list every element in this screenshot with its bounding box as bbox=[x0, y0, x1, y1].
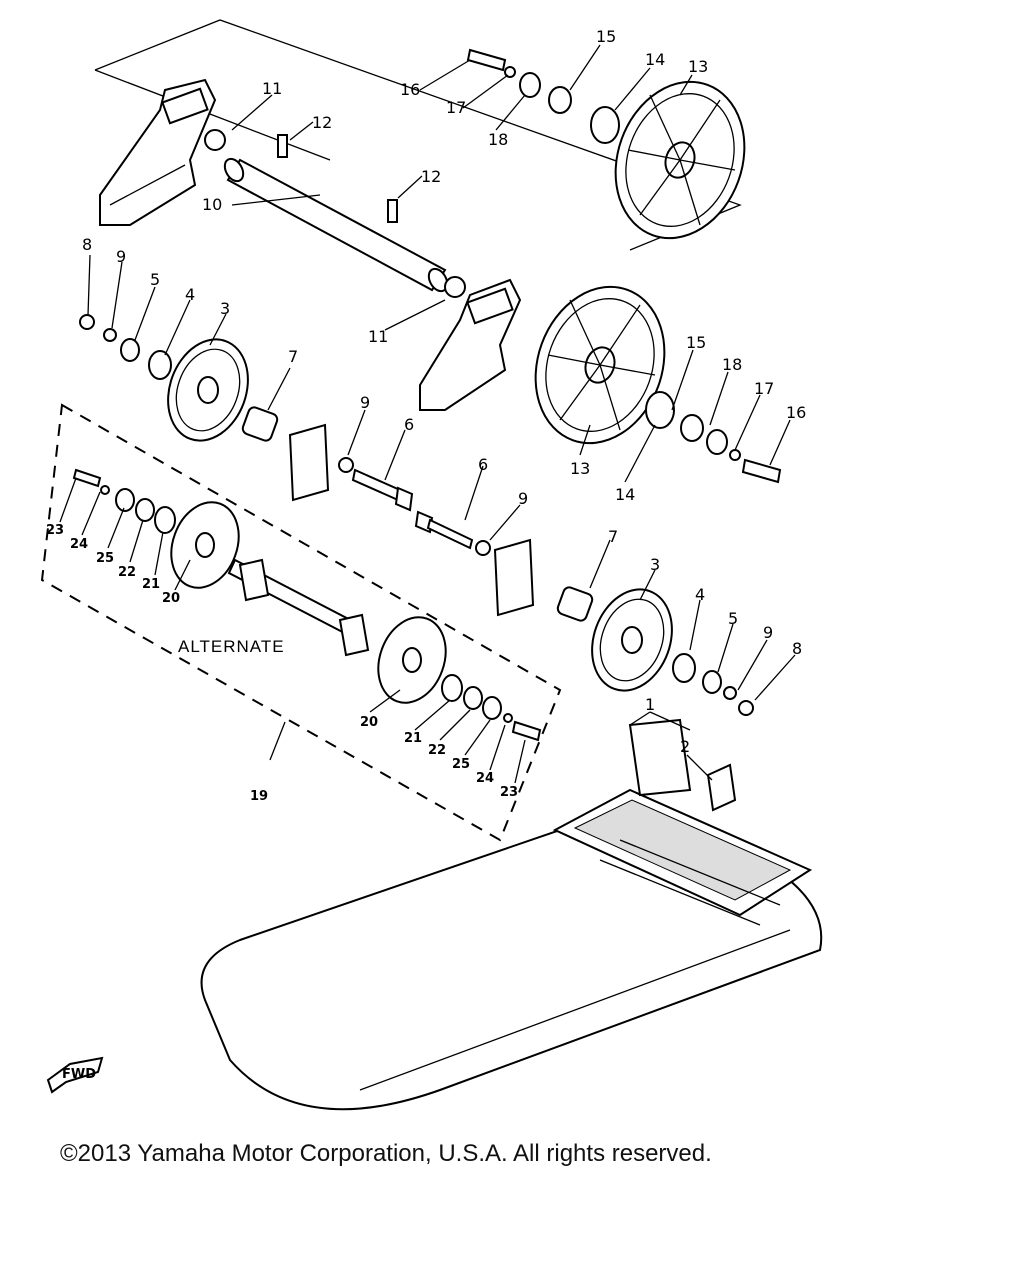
idler-wheel-small-upper bbox=[79, 314, 279, 442]
leader-lines bbox=[59, 44, 796, 784]
callout-3: 3 bbox=[650, 555, 660, 574]
spacer-plate-and-bolt-lower bbox=[414, 510, 535, 617]
pin bbox=[277, 134, 288, 158]
callout-5: 5 bbox=[150, 270, 160, 289]
callout-14: 14 bbox=[645, 50, 665, 69]
rear-axle-shaft bbox=[204, 129, 466, 298]
callout-22: 22 bbox=[428, 743, 446, 758]
callout-5: 5 bbox=[728, 609, 738, 628]
callout-17: 17 bbox=[754, 379, 774, 398]
callout-19: 19 bbox=[250, 789, 268, 804]
callout-12: 12 bbox=[312, 113, 332, 132]
idler-wheel-small-lower bbox=[556, 586, 754, 716]
callout-18: 18 bbox=[722, 355, 742, 374]
callout-3: 3 bbox=[220, 299, 230, 318]
callout-23: 23 bbox=[46, 523, 64, 538]
drive-track bbox=[200, 828, 823, 1111]
callout-4: 4 bbox=[185, 285, 195, 304]
callout-9: 9 bbox=[518, 489, 528, 508]
callout-25: 25 bbox=[452, 757, 470, 772]
callout-2: 2 bbox=[680, 737, 690, 756]
callout-15: 15 bbox=[596, 27, 616, 46]
callout-24: 24 bbox=[476, 771, 494, 786]
callout-9: 9 bbox=[763, 623, 773, 642]
right-suspension-bracket bbox=[419, 278, 522, 411]
callout-11: 11 bbox=[262, 79, 282, 98]
callout-15: 15 bbox=[686, 333, 706, 352]
copyright-notice: ©2013 Yamaha Motor Corporation, U.S.A. A… bbox=[60, 1140, 712, 1167]
callout-1: 1 bbox=[645, 695, 655, 714]
callout-23: 23 bbox=[500, 785, 518, 800]
callout-20: 20 bbox=[162, 591, 180, 606]
left-suspension-bracket bbox=[99, 78, 217, 226]
top-hub-parts bbox=[466, 48, 620, 144]
idler-wheel-large-middle bbox=[534, 285, 666, 445]
forward-direction-badge: FWD bbox=[46, 1056, 104, 1094]
callout-7: 7 bbox=[608, 527, 618, 546]
alternate-axle-assembly bbox=[72, 468, 542, 742]
callout-21: 21 bbox=[142, 577, 160, 592]
idler-wheel-large-top bbox=[614, 80, 746, 240]
svg-text:FWD: FWD bbox=[62, 1067, 96, 1082]
callout-14: 14 bbox=[615, 485, 635, 504]
callout-7: 7 bbox=[288, 347, 298, 366]
callout-6: 6 bbox=[404, 415, 414, 434]
callout-16: 16 bbox=[786, 403, 806, 422]
slide-rail-frame bbox=[552, 718, 813, 926]
spacer-plate-and-bolt-upper bbox=[288, 423, 414, 512]
callout-18: 18 bbox=[488, 130, 508, 149]
callout-20: 20 bbox=[360, 715, 378, 730]
alternate-note: ALTERNATE bbox=[178, 637, 285, 656]
pin bbox=[387, 199, 398, 223]
callout-9: 9 bbox=[360, 393, 370, 412]
callout-11: 11 bbox=[368, 327, 388, 346]
callout-8: 8 bbox=[82, 235, 92, 254]
callout-21: 21 bbox=[404, 731, 422, 746]
callout-16: 16 bbox=[400, 80, 420, 99]
callout-12: 12 bbox=[421, 167, 441, 186]
alternate-group-outline bbox=[40, 403, 562, 842]
callout-13: 13 bbox=[688, 57, 708, 76]
callout-24: 24 bbox=[70, 537, 88, 552]
callout-4: 4 bbox=[695, 585, 705, 604]
callout-22: 22 bbox=[118, 565, 136, 580]
callout-6: 6 bbox=[478, 455, 488, 474]
callout-17: 17 bbox=[446, 98, 466, 117]
middle-hub-parts bbox=[645, 391, 782, 484]
callout-25: 25 bbox=[96, 551, 114, 566]
callout-8: 8 bbox=[792, 639, 802, 658]
callout-10: 10 bbox=[202, 195, 222, 214]
exploded-parts-diagram: FWD bbox=[40, 19, 823, 1111]
callout-13: 13 bbox=[570, 459, 590, 478]
callout-9: 9 bbox=[116, 247, 126, 266]
callout-labels: 11 12 12 10 16 17 18 15 14 13 8 9 5 4 3 … bbox=[46, 27, 806, 804]
